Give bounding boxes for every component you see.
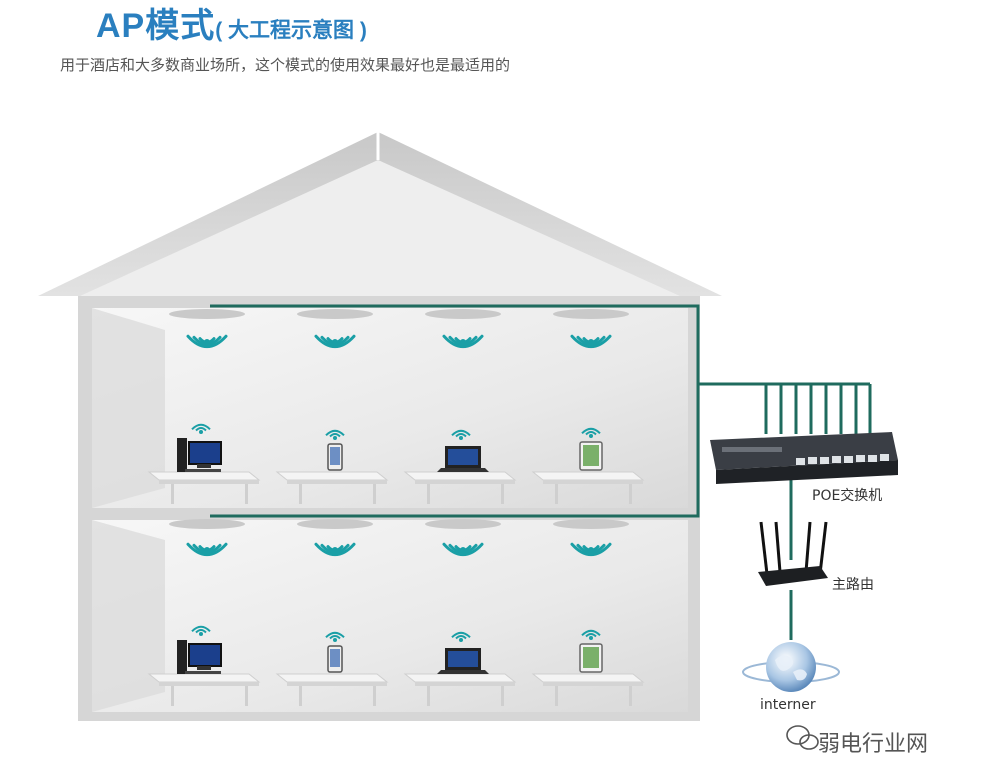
wifi-signal-icon: [191, 423, 211, 434]
ceiling-ap: [425, 309, 501, 319]
ceiling-ap: [169, 519, 245, 529]
internet-globe: [742, 642, 840, 692]
wifi-signal-icon: [191, 625, 211, 636]
page-description: 用于酒店和大多数商业场所，这个模式的使用效果最好也是最适用的: [60, 56, 511, 74]
wifi-icon: [570, 542, 612, 557]
wifi-signal-icon: [451, 429, 471, 440]
laptop-icon: [437, 648, 489, 674]
wechat-icon: [786, 725, 819, 750]
ceiling-ap: [553, 519, 629, 529]
floor-content: [147, 309, 645, 706]
internet-label: interner: [760, 697, 816, 713]
ceiling-ap: [425, 519, 501, 529]
wifi-icon: [186, 542, 228, 557]
ceiling-ap: [553, 309, 629, 319]
desk: [147, 673, 261, 706]
wifi-icon: [314, 542, 356, 557]
router: [758, 521, 828, 586]
wifi-icon: [314, 334, 356, 349]
wifi-icon: [186, 334, 228, 349]
desk: [531, 673, 645, 706]
desk: [275, 471, 389, 504]
house: [38, 132, 722, 721]
computer-icon: [177, 640, 222, 674]
desk: [531, 471, 645, 504]
poe-switch: [710, 432, 898, 484]
laptop-icon: [437, 446, 489, 472]
ethernet-cables: [210, 304, 872, 640]
wifi-icon: [570, 334, 612, 349]
wifi-signal-icon: [581, 629, 601, 640]
desk: [275, 673, 389, 706]
wifi-signal-icon: [451, 631, 471, 642]
poe-switch-label: POE交换机: [812, 488, 883, 504]
phone-icon: [327, 443, 343, 471]
wifi-signal-icon: [325, 631, 345, 642]
title-main: AP模式: [96, 7, 216, 45]
ceiling-ap: [297, 519, 373, 529]
wifi-signal-icon: [581, 427, 601, 438]
phone-icon: [327, 645, 343, 673]
wifi-icon: [442, 334, 484, 349]
ceiling-ap: [297, 309, 373, 319]
wifi-icon: [442, 542, 484, 557]
router-label: 主路由: [832, 577, 874, 593]
wifi-signal-icon: [325, 429, 345, 440]
watermark: 弱电行业网: [818, 732, 929, 757]
ceiling-ap: [169, 309, 245, 319]
page-title: AP模式( 大工程示意图 ): [96, 0, 367, 47]
tablet-icon: [579, 643, 603, 673]
title-subtitle: ( 大工程示意图 ): [215, 19, 367, 42]
computer-icon: [177, 438, 222, 472]
tablet-icon: [579, 441, 603, 471]
desk: [147, 471, 261, 504]
